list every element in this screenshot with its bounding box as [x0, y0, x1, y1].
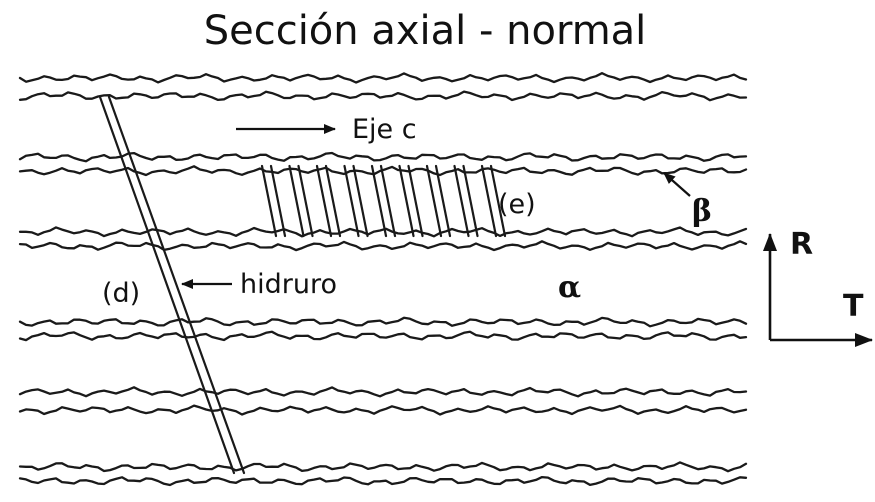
grain-line [20, 73, 746, 82]
grain-line [20, 462, 746, 471]
grain-line [20, 387, 746, 396]
grain-line [20, 332, 746, 340]
label-T: T [843, 289, 864, 324]
diagram-title: Sección axial - normal [204, 8, 647, 54]
label-beta: β [692, 194, 712, 229]
label-hydride: hidruro [240, 269, 337, 300]
grain-line [20, 477, 746, 485]
grain-line [20, 92, 746, 101]
grain-line [20, 318, 746, 327]
label-alpha: α [558, 270, 581, 305]
label-d: (d) [102, 278, 140, 309]
label-e: (e) [498, 189, 536, 220]
label-R: R [790, 227, 813, 262]
grain-line [20, 406, 746, 415]
beta-pointer-arrow [664, 173, 690, 196]
hydride-stack [262, 166, 505, 236]
axis-c-label: Eje c [352, 114, 417, 145]
grain-line [20, 241, 746, 250]
grain-line [20, 227, 746, 236]
